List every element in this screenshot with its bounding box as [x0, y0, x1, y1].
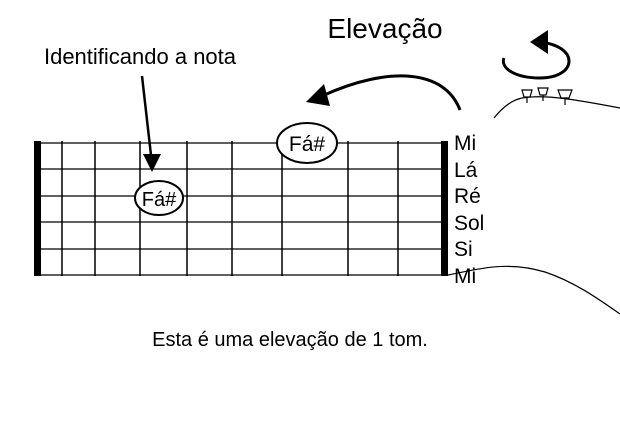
string-label: Mi: [454, 265, 476, 288]
string-labels: Mi Lá Ré Sol Si Mi: [454, 132, 484, 288]
note-label-raised: Fá#: [289, 133, 326, 156]
guitar-frets: [34, 141, 448, 276]
nut-bar: [441, 141, 448, 276]
string-label: Ré: [454, 185, 481, 208]
tuning-pegs-icon: [521, 87, 573, 105]
note-circle-raised: Fá#: [276, 122, 338, 164]
string-label: Si: [454, 238, 473, 261]
elevation-arrow: [306, 74, 462, 111]
note-label-original: Fá#: [142, 189, 177, 211]
diagram-caption: Esta é uma elevação de 1 tom.: [152, 329, 428, 351]
left-edge-bar: [34, 141, 41, 276]
string-label: Sol: [454, 212, 484, 235]
note-circle-original: Fá#: [134, 180, 184, 216]
string-label: Mi: [454, 132, 476, 155]
headstock-outline: [447, 96, 620, 315]
diagram-title: Elevação: [327, 13, 442, 44]
rotation-arrow-icon: [501, 30, 571, 80]
annotation-label: Identificando a nota: [44, 44, 237, 69]
annotation-arrow: [140, 75, 161, 172]
guitar-strings: [40, 142, 446, 276]
string-label: Lá: [454, 159, 478, 182]
